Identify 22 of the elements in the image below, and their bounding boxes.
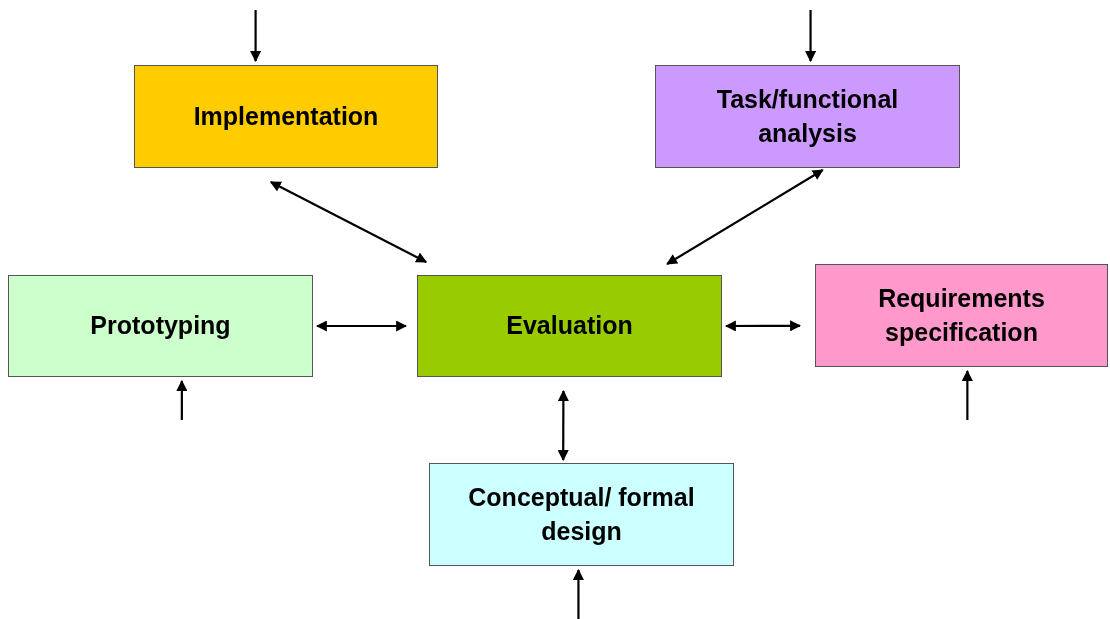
process-box: [134, 65, 438, 168]
arrow: [250, 10, 262, 63]
arrow: [805, 10, 817, 63]
process-box: [417, 275, 722, 377]
arrow: [176, 379, 188, 420]
process-box: [655, 65, 960, 168]
box-label: Task/functional analysis: [715, 83, 900, 149]
arrow: [724, 320, 802, 332]
box-label: Prototyping: [90, 310, 231, 342]
box-label: Requirements specification: [877, 282, 1046, 348]
process-box: [8, 275, 313, 377]
process-box: [815, 264, 1108, 367]
arrow: [961, 369, 973, 420]
process-box: [429, 463, 734, 566]
arrow: [315, 320, 408, 332]
box-label: Evaluation: [506, 310, 633, 342]
arrow: [666, 169, 824, 265]
box-label: Implementation: [193, 100, 379, 132]
arrow: [572, 568, 584, 619]
arrow: [269, 181, 428, 263]
arrow: [557, 389, 569, 462]
box-label: Conceptual/ formal design: [467, 481, 696, 547]
